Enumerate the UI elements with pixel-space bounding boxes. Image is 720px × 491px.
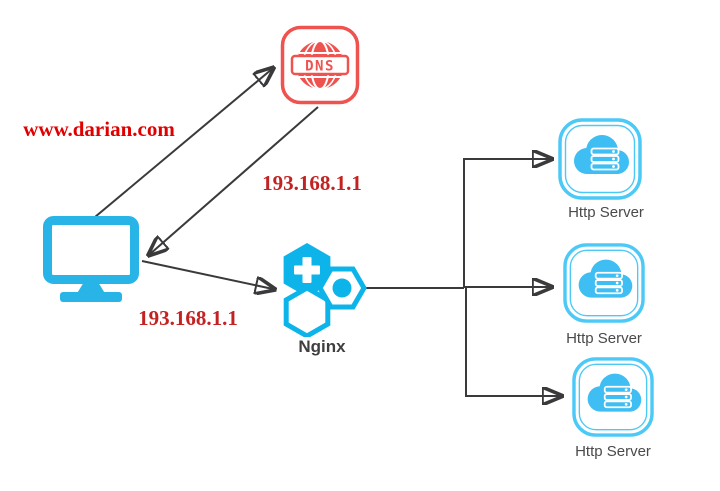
dns-resolved-ip-label: 193.168.1.1 — [262, 171, 362, 195]
cloud-server-icon — [572, 357, 654, 437]
arrow-client-to-nginx — [141, 260, 273, 289]
nginx-hexagons-icon — [283, 243, 367, 339]
client-request-url-label: www.darian.com — [23, 117, 175, 141]
nginx-node — [281, 243, 367, 339]
cloud-server-icon — [558, 118, 642, 200]
dns-globe-icon: DNS — [280, 25, 360, 105]
arrow-nginx-to-server-3 — [465, 288, 560, 396]
http-server-label-3: Http Server — [575, 443, 651, 460]
arrow-nginx-to-server-1 — [463, 159, 550, 288]
arrow-dns-to-client — [150, 106, 319, 254]
http-server-node-2 — [562, 243, 646, 323]
client-to-nginx-ip-label: 193.168.1.1 — [138, 306, 238, 330]
arrow-client-to-dns — [94, 69, 272, 218]
dns-icon-text: DNS — [305, 59, 335, 75]
http-server-node-1 — [558, 118, 642, 200]
http-server-node-3 — [571, 357, 655, 437]
http-server-label-2: Http Server — [566, 330, 642, 347]
cloud-server-icon — [563, 243, 645, 323]
dns-node: DNS — [280, 25, 360, 105]
nginx-node-label: Nginx — [298, 337, 346, 356]
http-server-label-1: Http Server — [568, 204, 644, 221]
client-computer-node — [43, 216, 139, 302]
monitor-icon — [43, 216, 139, 302]
